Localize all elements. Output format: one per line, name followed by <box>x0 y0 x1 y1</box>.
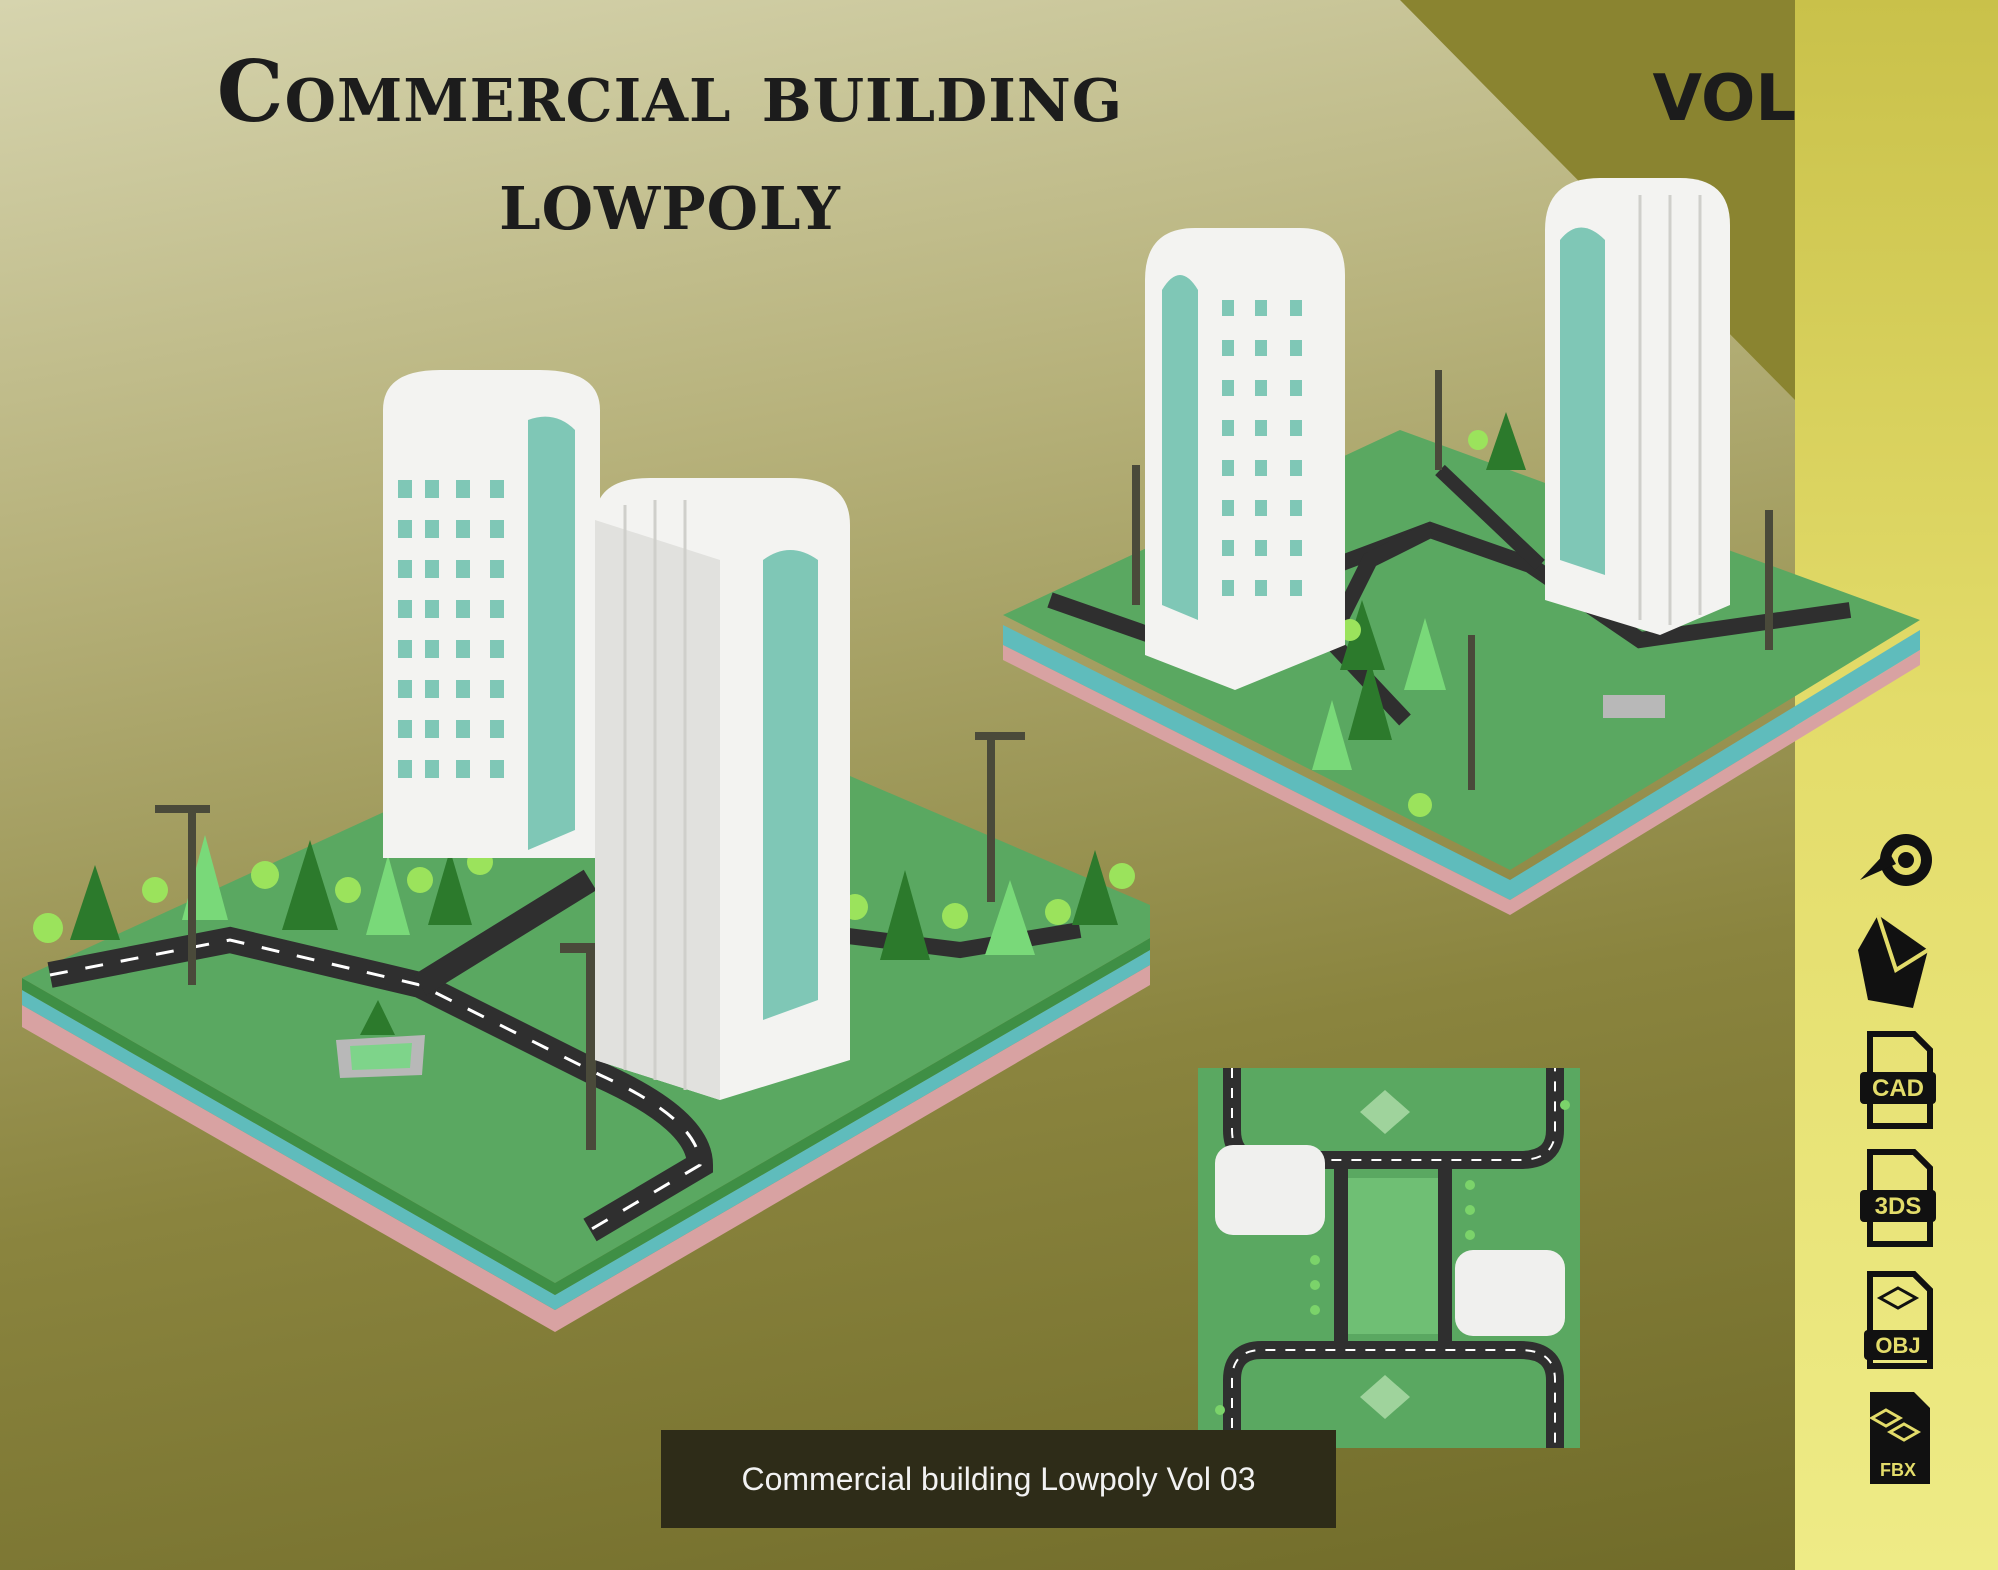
cad-label: CAD <box>1872 1075 1924 1102</box>
sketchup-icon <box>1858 914 1930 1008</box>
fbx-file-icon: FBX <box>1868 1392 1930 1484</box>
fbx-label: FBX <box>1880 1460 1916 1480</box>
obj-file-icon: OBJ <box>1864 1271 1933 1369</box>
3ds-label: 3DS <box>1875 1193 1922 1220</box>
title-line-2: lowpoly <box>499 150 841 249</box>
3ds-file-icon: 3DS <box>1860 1149 1936 1247</box>
blender-icon <box>1860 834 1932 886</box>
title-line-1: Commercial building <box>216 42 1124 141</box>
obj-label: OBJ <box>1875 1333 1920 1358</box>
poster-title: Commercial building lowpoly <box>100 38 1240 254</box>
caption-bar: Commercial building Lowpoly Vol 03 <box>661 1430 1336 1528</box>
cad-file-icon: CAD <box>1860 1031 1936 1129</box>
